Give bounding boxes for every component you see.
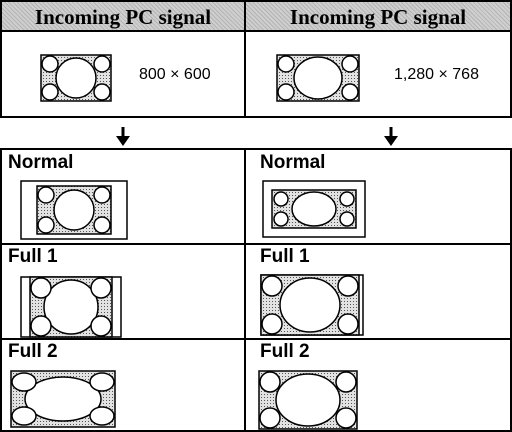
header-title-right: Incoming PC signal [289,5,467,29]
mode-label-normal-left: Normal [8,152,74,173]
row-separator [246,338,510,340]
normal-wide-screen-icon [262,180,366,238]
mode-label-full1-left: Full 1 [8,246,58,267]
down-arrow-icon [116,127,130,146]
full1-4-3-screen-icon [20,276,122,338]
mode-label-normal-right: Normal [260,152,326,173]
modes-cell-right: Normal Full 1 Full 2 [244,148,512,432]
header-title-left: Incoming PC signal [34,5,212,29]
mode-label-full1-right: Full 1 [260,246,310,267]
signal-cell-right: 1,280 × 768 [244,30,512,118]
aspect-4-3-icon [40,54,112,102]
down-arrow-icon [384,127,398,146]
mode-label-full2-right: Full 2 [260,341,310,362]
normal-4-3-screen-icon [20,180,128,240]
signal-cell-left: 800 × 600 [0,30,246,118]
full2-wide-screen-icon [258,370,358,430]
signal-resolution-right: 1,280 × 768 [394,66,479,83]
row-separator [2,243,244,245]
row-separator [246,243,510,245]
mode-label-full2-left: Full 2 [8,341,58,362]
full1-wide-screen-icon [260,274,364,336]
full2-4-3-screen-icon [10,370,116,428]
header-cell-right: Incoming PC signal [244,0,512,32]
header-cell-left: Incoming PC signal [0,0,246,32]
aspect-wide-icon [276,54,360,102]
modes-cell-left: Normal Full 1 Full 2 [0,148,246,432]
row-separator [2,338,244,340]
signal-resolution-left: 800 × 600 [139,66,211,83]
